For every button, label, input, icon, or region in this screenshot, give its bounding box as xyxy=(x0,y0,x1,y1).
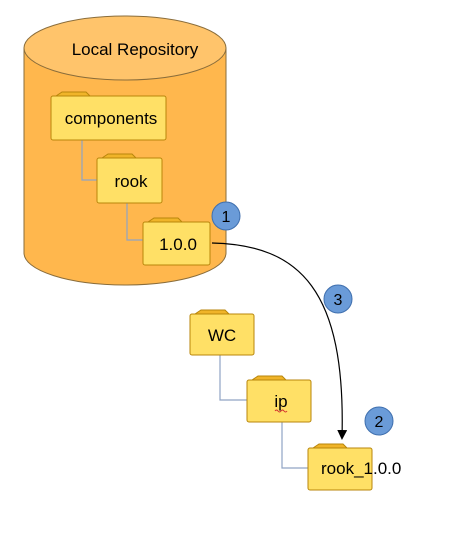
folder-rook-1-0-0[interactable]: rook_1.0.0 xyxy=(307,443,401,491)
badge-2-label: 2 xyxy=(375,414,384,431)
badge-1: 1 xyxy=(211,201,241,231)
folder-components[interactable]: components xyxy=(50,91,167,141)
cylinder-top xyxy=(23,15,227,81)
badge-2: 2 xyxy=(364,406,394,436)
repo-tree-connectors xyxy=(81,140,143,241)
badge-1-label: 1 xyxy=(222,209,231,226)
folder-rook[interactable]: rook xyxy=(96,153,163,204)
folder-components-label: components xyxy=(65,109,158,128)
repository-title: Local Repository xyxy=(72,40,199,59)
folder-1-0-0[interactable]: 1.0.0 xyxy=(142,217,211,266)
folder-wc-label: WC xyxy=(208,326,236,345)
spellcheck-squiggle xyxy=(274,409,288,413)
badge-3-label: 3 xyxy=(334,292,343,309)
copy-arrow xyxy=(211,242,348,440)
wc-tree-connectors xyxy=(219,355,308,469)
folder-1-0-0-label: 1.0.0 xyxy=(159,235,197,254)
folder-wc[interactable]: WC xyxy=(189,309,255,356)
folder-ip-label: ip xyxy=(274,392,287,411)
folder-rook-label: rook xyxy=(114,172,148,191)
badge-3: 3 xyxy=(323,284,353,314)
folder-ip[interactable]: ip xyxy=(246,375,312,423)
folder-rook-1-0-0-label: rook_1.0.0 xyxy=(321,459,401,478)
